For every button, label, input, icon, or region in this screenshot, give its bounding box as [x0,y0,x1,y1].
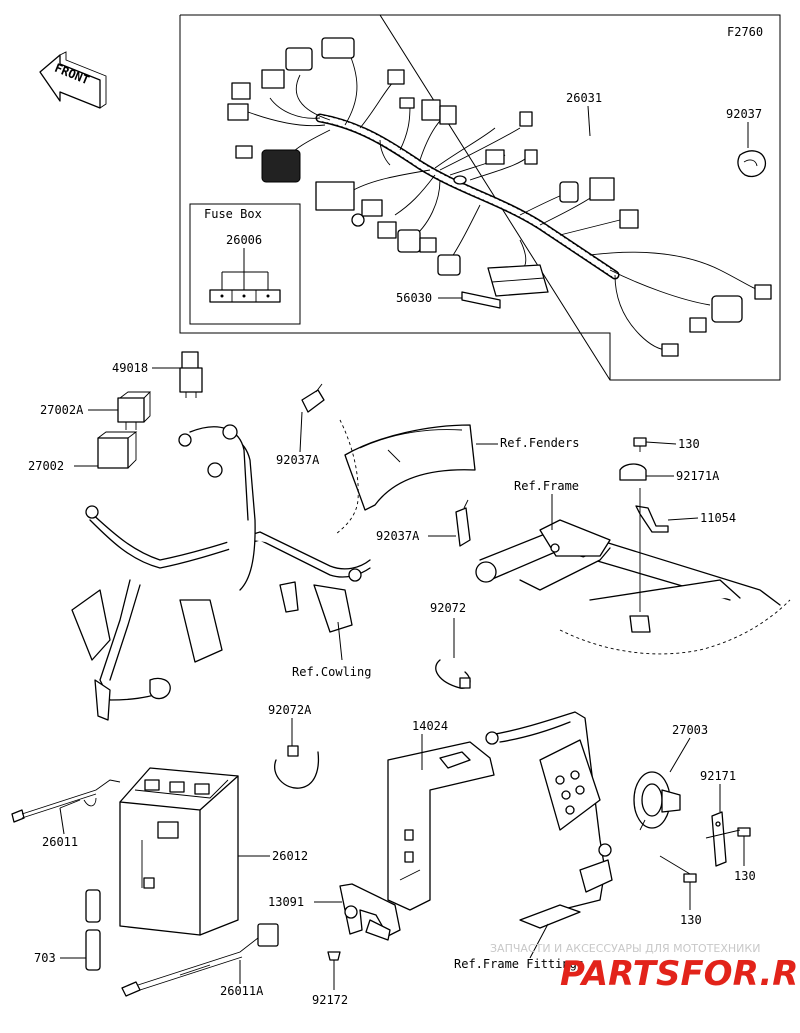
frame-section [475,488,791,655]
front-arrow-icon: FRONT [39,51,107,109]
label-92072A: 92072A [268,703,312,717]
watermark-brand: PARTSFOR.RU [560,954,800,994]
label-130-lower: 130 [680,913,702,927]
label-92037A-upper: 92037A [276,453,320,467]
cable-26011 [11,779,121,823]
figure-code: F2760 [727,25,763,39]
label-27002: 27002 [28,459,64,473]
relay-49018 [179,351,203,398]
label-27002A: 27002A [40,403,84,417]
label-11054: 11054 [700,511,736,525]
screw-92172 [327,951,341,961]
label-92171A: 92171A [676,469,720,483]
ref-fenders: Ref.Fenders [500,436,579,450]
horn-bracket [485,711,613,929]
bracket-11054 [635,505,669,533]
watermark-tagline: ЗАПЧАСТИ И АКСЕССУАРЫ ДЛЯ МОТОТЕХНИКИ [490,942,760,955]
label-26006: 26006 [226,233,262,247]
clip-92037A-lower [455,499,471,547]
relay-27002A [117,391,152,430]
bolt-130-upper [633,437,647,452]
label-49018: 49018 [112,361,148,375]
horn-27003 [633,771,681,831]
label-92037A-lower: 92037A [376,529,420,543]
front-bracket [71,424,371,721]
label-92171: 92171 [700,769,736,783]
label-26011A: 26011A [220,984,264,998]
label-14024: 14024 [412,719,448,733]
clip-92037 [737,150,767,178]
stay-92171 [711,811,727,867]
clip-92037A-upper [301,383,325,413]
label-130-upper: 130 [678,437,700,451]
label-703: 703 [34,951,56,965]
wiring-harness-26031 [227,37,772,357]
label-13091: 13091 [268,895,304,909]
label-56030: 56030 [396,291,432,305]
label-92037: 92037 [726,107,762,121]
bracket-13091 [339,883,401,941]
label-26012: 26012 [272,849,308,863]
cover-14024 [387,741,495,911]
ref-frame: Ref.Frame [514,479,579,493]
label-92172: 92172 [312,993,348,1007]
band-92072A [274,745,320,789]
harness-frame [179,14,781,381]
tube-703 [85,889,101,971]
label-27003: 27003 [672,723,708,737]
ref-frame-fittings: Ref.Frame Fittings [454,957,584,971]
band-92072 [435,659,471,689]
battery-26012 [119,767,239,936]
label-26031: 26031 [566,91,602,105]
ref-cowling: Ref.Cowling [292,665,371,679]
fuse-box-title: Fuse Box [204,207,262,221]
fuse-box-panel: Fuse Box 26006 [189,203,301,325]
label-26011: 26011 [42,835,78,849]
bolt-130-right [737,827,751,837]
cable-26011A [121,923,279,997]
relay-27002 [97,431,138,469]
bolt-130-lower [683,873,697,883]
clamp-92171A [619,463,647,481]
label-130-right: 130 [734,869,756,883]
label-92072: 92072 [430,601,466,615]
fender-cover [334,419,476,536]
